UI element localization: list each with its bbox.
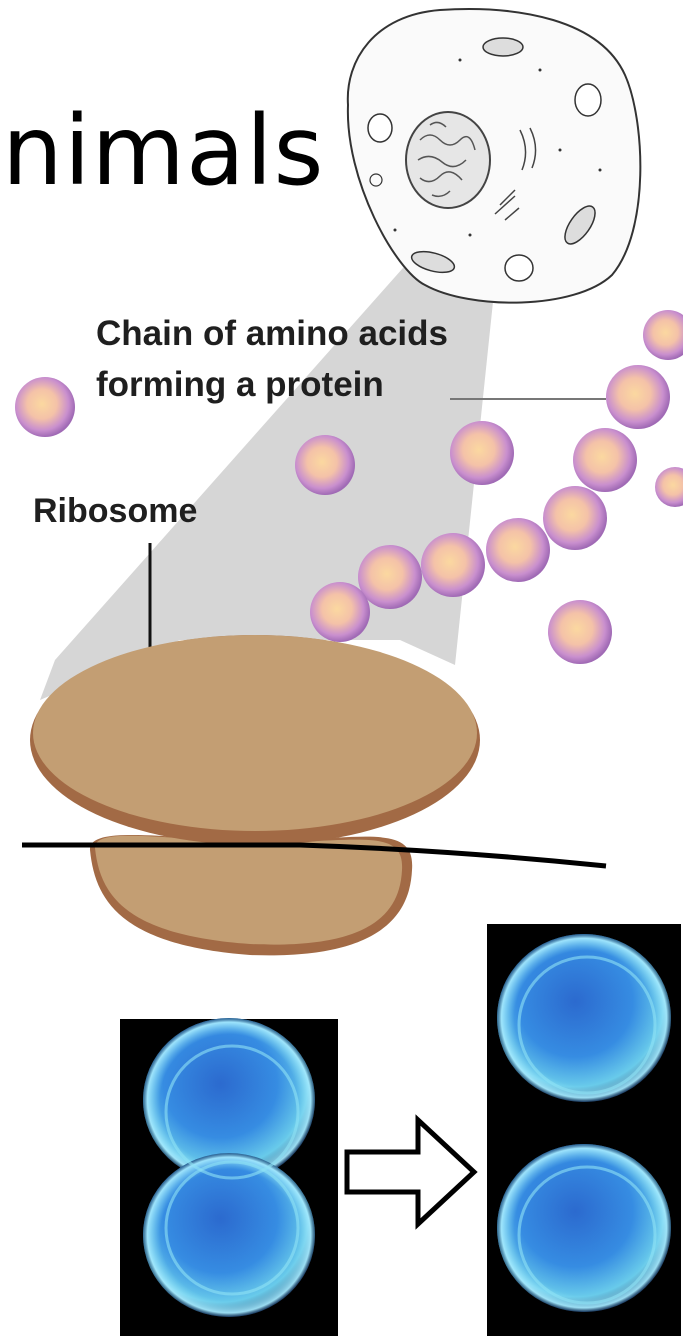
ribosome: [30, 635, 480, 955]
amino-acid: [573, 428, 637, 492]
amino-acid: [655, 467, 683, 507]
amino-acid: [15, 377, 75, 437]
amino-acid: [606, 365, 670, 429]
protein-label-line1: Chain of amino acids: [96, 314, 448, 353]
amino-acid: [486, 518, 550, 582]
daughter-cells-image: [487, 924, 681, 1336]
amino-acid: [643, 310, 683, 360]
right-arrow-icon: [347, 1120, 474, 1224]
protein-label-line2: forming a protein: [96, 365, 384, 404]
amino-acid: [543, 486, 607, 550]
amino-acid: [358, 545, 422, 609]
animal-cell-icon: [348, 9, 641, 303]
amino-acid: [421, 533, 485, 597]
ribosome-label: Ribosome: [33, 492, 197, 530]
amino-acid: [548, 600, 612, 664]
amino-acid: [450, 421, 514, 485]
amino-acid: [310, 582, 370, 642]
dividing-cell-image: [120, 1018, 338, 1336]
amino-acid: [295, 435, 355, 495]
